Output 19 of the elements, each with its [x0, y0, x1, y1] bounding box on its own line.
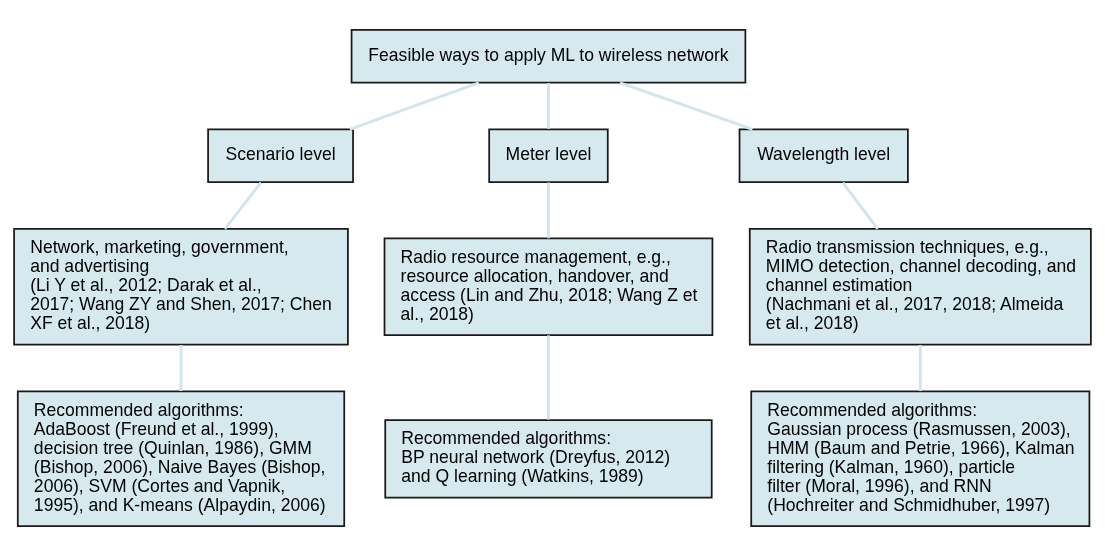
connector: [547, 335, 550, 420]
connector: [918, 345, 922, 392]
node-box: Feasible ways to apply ML to wireless network: [350, 29, 747, 84]
node-box: Network, marketing, government, and advertising (Li Y et al., 2012; Darak et al., 2017; Wang ZY and Shen, 2017; Chen XF et al., 2018): [13, 228, 349, 346]
node-box: Scenario level: [207, 128, 354, 183]
connector: [547, 83, 550, 129]
node-box: Radio resource management, e.g., resource allocation, handover, and access (Lin and Zhu, 2018; Wang Z et al., 2018): [383, 237, 714, 336]
connector: [179, 345, 183, 392]
connector: [547, 182, 550, 239]
node-box: Recommended algorithms: AdaBoost (Freund et al., 1999), decision tree (Quinlan, 1986), GMM (Bishop, 2006), Naive Bayes (Bishop, 2006), SVM (Cortes and Vapnik, 1995), and K-means (Alpaydin, 2006): [16, 390, 346, 527]
connector: [223, 181, 263, 230]
connector: [349, 81, 480, 131]
connector: [841, 181, 879, 230]
node-box: Wavelength level: [738, 128, 909, 183]
node-box: Meter level: [488, 128, 609, 183]
node-box: Recommended algorithms: Gaussian process (Rasmussen, 2003), HMM (Baum and Petrie, 1966), Kalman filtering (Kalman, 1960), particle filter (Moral, 1996), and RNN (Hochreiter and Schmidhuber, 1997): [750, 390, 1091, 527]
connector: [619, 81, 753, 131]
node-box: Recommended algorithms: BP neural network (Dreyfus, 2012) and Q learning (Watkins, 1989): [384, 419, 713, 499]
node-box: Radio transmission techniques, e.g., MIMO detection, channel decoding, and channel estimation (Nachmani et al., 2017, 2018; Almeida et al., 2018): [748, 228, 1092, 346]
